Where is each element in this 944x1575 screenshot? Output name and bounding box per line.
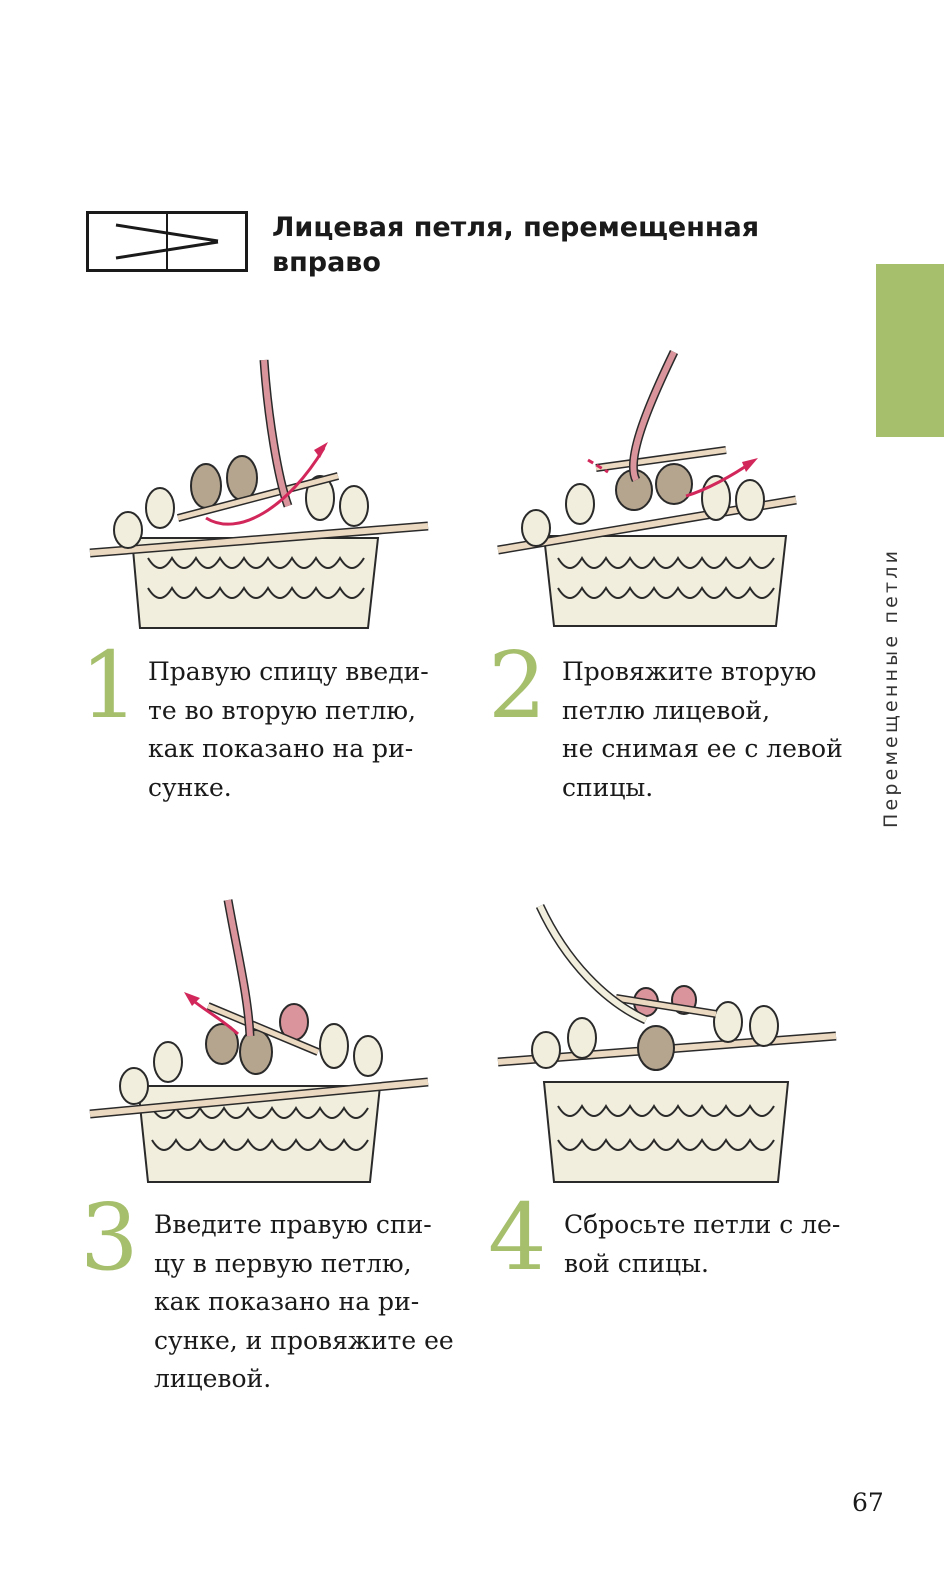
step-text-4: Сбросьте петли с ле- вой спицы. — [564, 1206, 840, 1283]
step-text-2: Провяжите вторую петлю лицевой, не снима… — [562, 653, 843, 807]
step-4-line-2: вой спицы. — [564, 1248, 709, 1278]
step-4-line-1: Сбросьте петли с ле- — [564, 1210, 841, 1239]
step-3-line-5: лицевой. — [154, 1364, 272, 1393]
step-text-3: Введите правую спи- цу в первую петлю, к… — [154, 1206, 454, 1399]
knitting-step-2-illustration-icon — [497, 350, 797, 627]
step-number-4: 4 — [488, 1184, 547, 1291]
step-2-line-4: спицы. — [562, 772, 654, 802]
step-3-line-3: как показано на ри- — [154, 1287, 420, 1316]
section-label: Перемещенные петли — [880, 547, 902, 828]
step-number-1: 1 — [80, 632, 139, 739]
section-tab — [876, 264, 944, 437]
knitting-step-1-illustration-icon — [89, 359, 429, 629]
step-1-line-2: те во вторую петлю, — [148, 695, 416, 725]
step-3-line-4: сунке, и провяжите ее — [154, 1325, 454, 1355]
knitting-step-3-illustration-icon — [89, 899, 429, 1183]
step-3-line-2: цу в первую петлю, — [154, 1248, 412, 1278]
step-2-line-3: не снимая ее с левой — [562, 734, 843, 763]
title-line-2: вправо — [272, 247, 381, 278]
step-1-line-4: сунке. — [148, 772, 232, 802]
step-3-line-1: Введите правую спи- — [154, 1210, 432, 1239]
step-2-line-2: петлю лицевой, — [562, 695, 771, 725]
step-1-line-1: Правую спицу введи- — [148, 657, 429, 686]
step-2-line-1: Провяжите вторую — [562, 657, 817, 686]
step-text-1: Правую спицу введи- те во вторую петлю, … — [148, 653, 429, 807]
title-line-1: Лицевая петля, перемещенная — [272, 212, 760, 243]
step-number-2: 2 — [488, 632, 547, 739]
knitting-step-4-illustration-icon — [497, 904, 837, 1183]
page-title: Лицевая петля, перемещенная вправо — [272, 210, 832, 280]
step-number-3: 3 — [80, 1184, 139, 1291]
crossed-stitch-symbol-icon — [86, 211, 248, 272]
step-1-line-3: как показано на ри- — [148, 734, 414, 763]
page-number: 67 — [852, 1488, 884, 1517]
